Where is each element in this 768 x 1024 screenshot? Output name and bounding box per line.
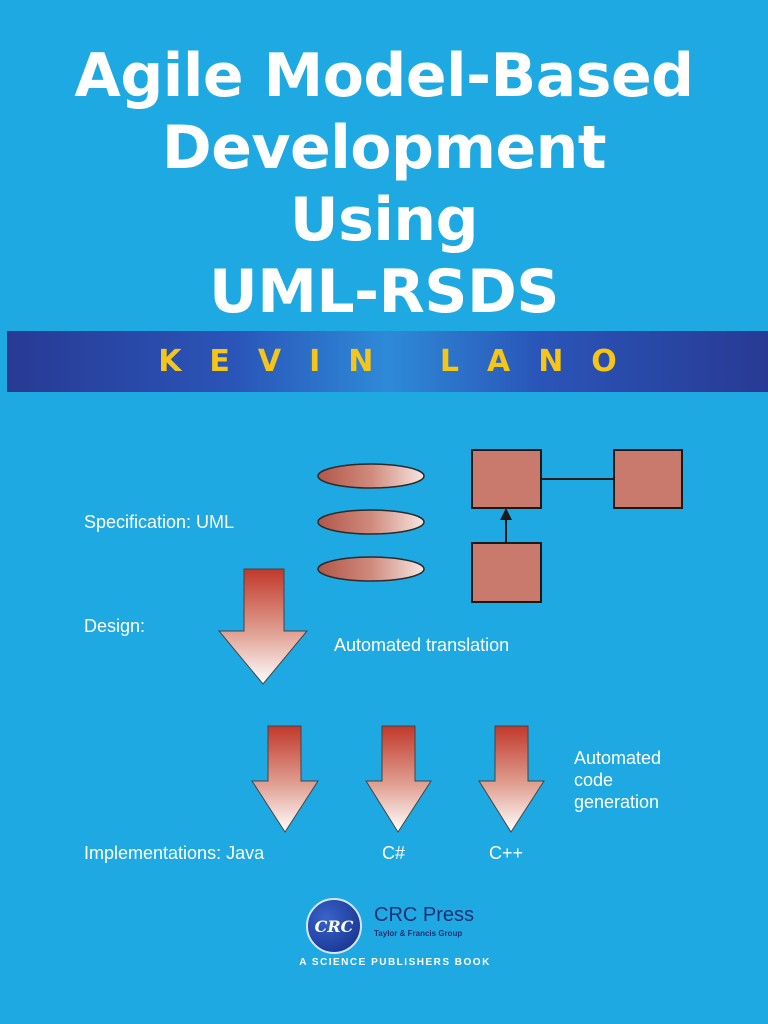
uml-ellipse-1	[317, 463, 425, 489]
class-box-3	[471, 542, 542, 603]
codegen-label-line-3: generation	[574, 792, 660, 812]
specification-label: Specification: UML	[84, 512, 235, 532]
title-line-3: Using	[289, 185, 479, 255]
publisher-group: Taylor & Francis Group	[374, 929, 463, 938]
class-box-1	[471, 449, 542, 509]
design-label: Design:	[84, 616, 146, 636]
title-line-4: UML-RSDS	[209, 257, 560, 327]
translation-label: Automated translation	[334, 635, 510, 655]
publisher-name: CRC Press	[374, 904, 475, 926]
author-band: KEVIN LANO	[7, 331, 768, 392]
uml-ellipse-2	[317, 509, 425, 535]
crc-logo-icon: CRC	[306, 898, 362, 954]
uml-ellipse-3	[317, 556, 425, 582]
class-box-2	[613, 449, 683, 509]
author-name: KEVIN LANO	[158, 344, 645, 379]
inheritance-arrowhead	[500, 508, 512, 520]
title-line-1: Agile Model-Based	[74, 41, 694, 111]
csharp-arrow	[365, 725, 432, 833]
codegen-label-line-2: code	[574, 770, 614, 790]
publisher-block: CRC CRC Press Taylor & Francis Group	[306, 898, 546, 958]
implementations-label: Implementations: Java	[84, 843, 265, 863]
java-arrow	[251, 725, 319, 833]
codegen-label-line-1: Automated	[574, 748, 662, 768]
csharp-label: C#	[382, 843, 406, 863]
cpp-label: C++	[489, 843, 524, 863]
crc-logo-text: CRC	[314, 916, 354, 936]
book-title: Agile Model-Based Development Using UML-…	[0, 40, 768, 328]
design-arrow	[217, 568, 309, 685]
publisher-imprint: A SCIENCE PUBLISHERS BOOK	[299, 957, 491, 968]
title-line-2: Development	[161, 113, 607, 183]
cpp-arrow	[478, 725, 545, 833]
